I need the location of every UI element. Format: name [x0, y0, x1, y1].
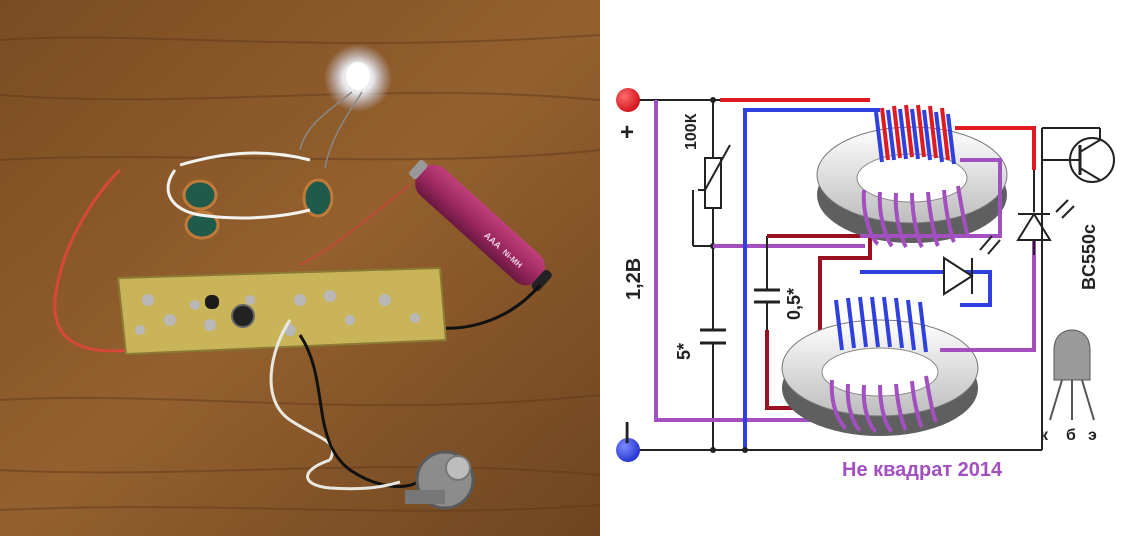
- wire-purple: [860, 158, 1002, 238]
- wire-darkred: [818, 236, 872, 360]
- capacitor-bottom-label: 5*: [674, 343, 694, 360]
- wood-grain: [0, 34, 601, 512]
- node-dot: [742, 447, 748, 453]
- photo-wire-white: [179, 151, 311, 167]
- transistor-symbol: [1042, 127, 1115, 183]
- battery: AAA Ni-MH: [409, 159, 552, 292]
- photo-wire-red: [299, 184, 411, 266]
- node-dot: [710, 447, 716, 453]
- minus-sign: |: [624, 418, 630, 443]
- wire-red: [955, 126, 1036, 170]
- winding-blue: [834, 296, 928, 353]
- schematic-panel: + | 1,2В 100К 5* 0,5*: [600, 0, 1144, 536]
- led-bulb: [346, 62, 370, 90]
- wood-table: [0, 0, 600, 536]
- node-dot: [710, 97, 716, 103]
- footer-label: Не квадрат 2014: [842, 459, 1003, 481]
- resistor-arrow: [698, 144, 731, 191]
- photo-wire-red: [53, 168, 131, 353]
- pin-b-label: б: [1066, 427, 1076, 444]
- capacitor-top-label: 0,5*: [784, 288, 804, 320]
- photo-wire-black: [439, 284, 542, 330]
- transistor-package: [1049, 329, 1095, 421]
- resistor-label: 100К: [683, 113, 700, 150]
- battery-body: [415, 164, 545, 286]
- winding-purple: [829, 375, 938, 433]
- photo-capacitor: [231, 304, 255, 328]
- voltage-label: 1,2В: [623, 258, 645, 300]
- led-leg: [299, 91, 353, 151]
- photo-toroid: [182, 179, 220, 240]
- solder-joints: [135, 290, 420, 336]
- photo-potentiometer: [405, 450, 475, 510]
- wire-blue: [743, 108, 880, 450]
- wire-purple: [654, 100, 830, 422]
- battery-terminal: [409, 159, 428, 180]
- transistor-label: BC550c: [1079, 224, 1099, 290]
- battery-cap: [531, 269, 552, 292]
- led-leg: [324, 91, 363, 169]
- led-symbol: [943, 235, 1001, 296]
- wire-darkred: [765, 330, 800, 410]
- pcb: [116, 266, 448, 356]
- wire-blue: [860, 270, 992, 307]
- photo-wire-white: [306, 458, 401, 491]
- winding-red: [880, 104, 950, 161]
- toroid-bottom: [781, 319, 979, 436]
- minus-terminal: [616, 438, 640, 462]
- photo-transistor: [205, 295, 219, 309]
- plus-terminal: [616, 88, 640, 112]
- photo-wire-white: [166, 169, 311, 220]
- winding-blue: [874, 108, 956, 165]
- pin-e-label: э: [1088, 427, 1097, 444]
- wire-purple: [940, 230, 1036, 352]
- photo-toroid: [302, 178, 334, 218]
- photo-wire-black: [298, 334, 422, 489]
- photo-panel: AAA Ni-MH: [0, 0, 601, 536]
- plus-sign: +: [620, 119, 634, 146]
- pin-k-label: к: [1040, 427, 1049, 444]
